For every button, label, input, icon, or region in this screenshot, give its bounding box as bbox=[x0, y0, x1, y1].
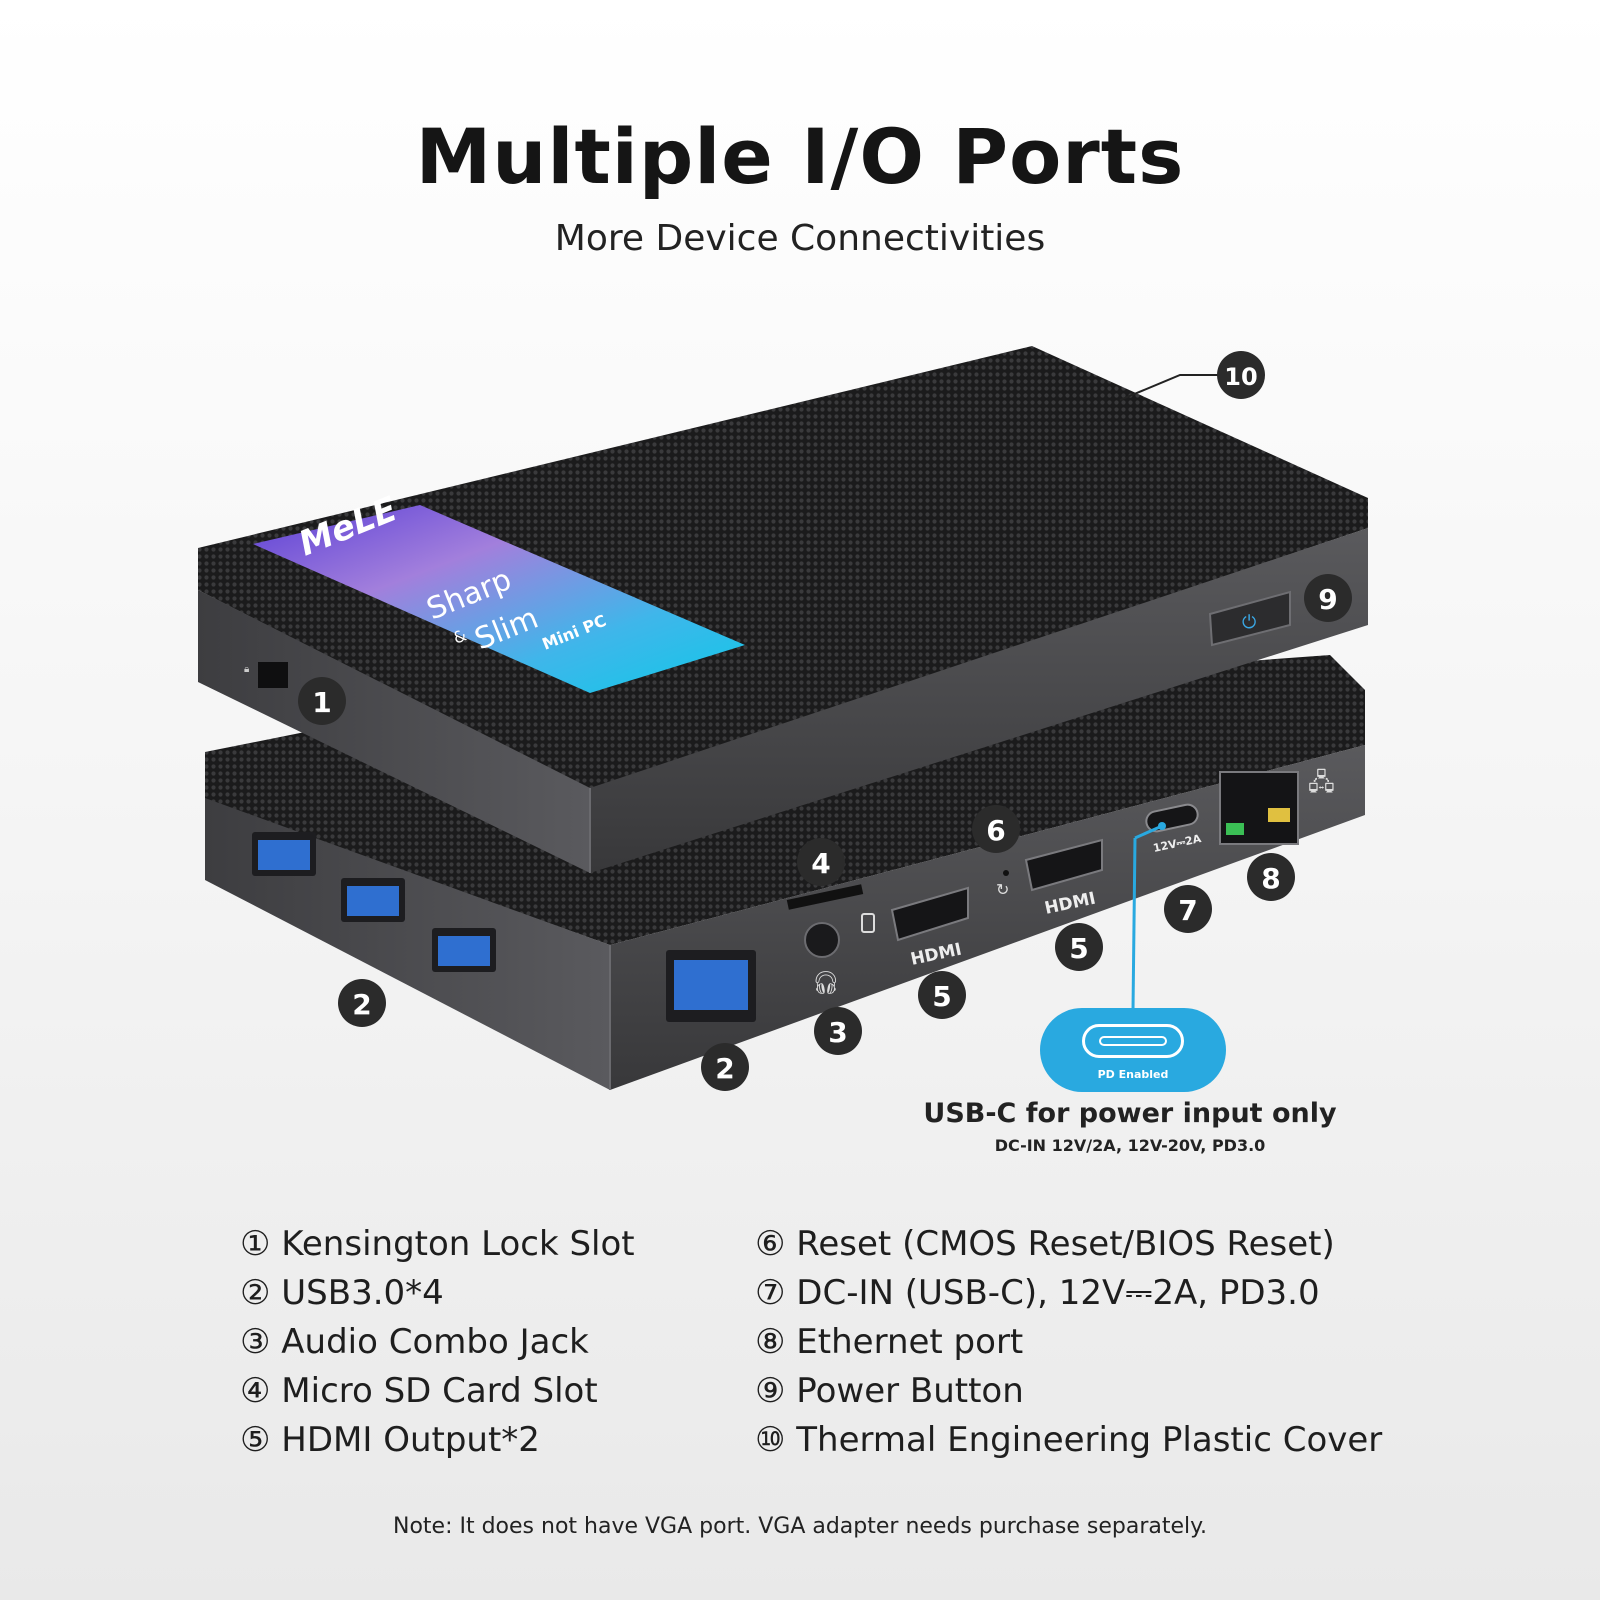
usb-port bbox=[341, 878, 405, 922]
usb-port bbox=[252, 832, 316, 876]
legend-item: ⑧ Ethernet port bbox=[755, 1322, 1024, 1362]
callout-badge: 5 bbox=[918, 971, 966, 1019]
micro-sd-slot bbox=[786, 884, 864, 910]
top-unit: MeLE Sharp & Slim Mini PC 🔒︎ ⏻ bbox=[198, 346, 1368, 873]
legend-item: ⑨ Power Button bbox=[755, 1371, 1024, 1411]
reset-icon: ↻ bbox=[996, 880, 1009, 899]
svg-text:2: 2 bbox=[352, 988, 371, 1021]
svg-text:5: 5 bbox=[1069, 932, 1088, 965]
svg-text:6: 6 bbox=[986, 814, 1005, 847]
lock-icon: 🔒︎ bbox=[244, 664, 249, 675]
legend-item: ⑦ DC-IN (USB-C), 12V⎓2A, PD3.0 bbox=[755, 1273, 1320, 1313]
callout-badge: 9 bbox=[1304, 574, 1352, 622]
svg-text:1: 1 bbox=[312, 686, 331, 719]
usb-c-callout-badge: PD Enabled bbox=[1040, 1008, 1226, 1092]
callout-badge: 3 bbox=[814, 1007, 862, 1055]
svg-text:7: 7 bbox=[1178, 894, 1197, 927]
product-sticker bbox=[253, 505, 745, 693]
network-icon: 🖧︎ bbox=[1308, 768, 1335, 796]
kensington-slot bbox=[258, 662, 288, 688]
audio-jack bbox=[804, 922, 840, 958]
top-unit-left-side bbox=[198, 590, 590, 873]
svg-text:10: 10 bbox=[1224, 363, 1257, 391]
usb-port bbox=[666, 950, 756, 1022]
callout-badge: 1 bbox=[298, 677, 346, 725]
page-subtitle: More Device Connectivities bbox=[554, 218, 1046, 259]
reset-pinhole bbox=[1003, 870, 1009, 876]
legend-item: ⑩ Thermal Engineering Plastic Cover bbox=[755, 1420, 1383, 1460]
callout-badge: 8 bbox=[1247, 853, 1295, 901]
svg-text:4: 4 bbox=[811, 847, 830, 880]
bottom-unit-front-side bbox=[610, 745, 1365, 1090]
callout-badge: 7 bbox=[1164, 885, 1212, 933]
legend-item: ⑤ HDMI Output*2 bbox=[240, 1420, 540, 1460]
page-title: Multiple I/O Ports bbox=[415, 112, 1185, 201]
pd-enabled-label: PD Enabled bbox=[1097, 1068, 1169, 1081]
callout-badge: 5 bbox=[1055, 923, 1103, 971]
top-unit-front-side bbox=[590, 528, 1368, 873]
port-legend-left: ① Kensington Lock Slot ② USB3.0*4 ③ Audi… bbox=[240, 1220, 635, 1465]
sd-card-icon bbox=[861, 913, 875, 933]
legend-item: ③ Audio Combo Jack bbox=[240, 1322, 589, 1362]
usb-port bbox=[432, 928, 496, 972]
svg-text:5: 5 bbox=[932, 980, 951, 1013]
svg-text:2: 2 bbox=[715, 1052, 734, 1085]
legend-item: ④ Micro SD Card Slot bbox=[240, 1371, 598, 1411]
ethernet-port bbox=[1219, 771, 1299, 845]
callout-badge: 2 bbox=[338, 979, 386, 1027]
svg-text:9: 9 bbox=[1318, 583, 1337, 616]
callout-badge: 10 bbox=[1217, 351, 1265, 399]
usb-c-callout-subtitle: DC-IN 12V/2A, 12V-20V, PD3.0 bbox=[994, 1136, 1266, 1155]
usb-c-icon bbox=[1082, 1024, 1184, 1058]
svg-text:3: 3 bbox=[828, 1016, 847, 1049]
callout-badge: 4 bbox=[797, 838, 845, 886]
power-button bbox=[1208, 590, 1291, 647]
top-unit-top-surface bbox=[198, 346, 1368, 790]
power-icon: ⏻ bbox=[1242, 612, 1256, 633]
callout-badge: 2 bbox=[701, 1043, 749, 1091]
usb-c-callout-title: USB-C for power input only bbox=[923, 1098, 1337, 1129]
legend-item: ⑥ Reset (CMOS Reset/BIOS Reset) bbox=[755, 1224, 1335, 1264]
port-legend-right: ⑥ Reset (CMOS Reset/BIOS Reset) ⑦ DC-IN … bbox=[755, 1220, 1382, 1465]
callout-badge: 6 bbox=[972, 805, 1020, 853]
svg-text:8: 8 bbox=[1261, 862, 1280, 895]
footnote: Note: It does not have VGA port. VGA ada… bbox=[393, 1514, 1207, 1539]
legend-item: ② USB3.0*4 bbox=[240, 1273, 444, 1313]
legend-item: ① Kensington Lock Slot bbox=[240, 1224, 635, 1264]
headphone-icon: 🎧︎ bbox=[812, 971, 840, 996]
